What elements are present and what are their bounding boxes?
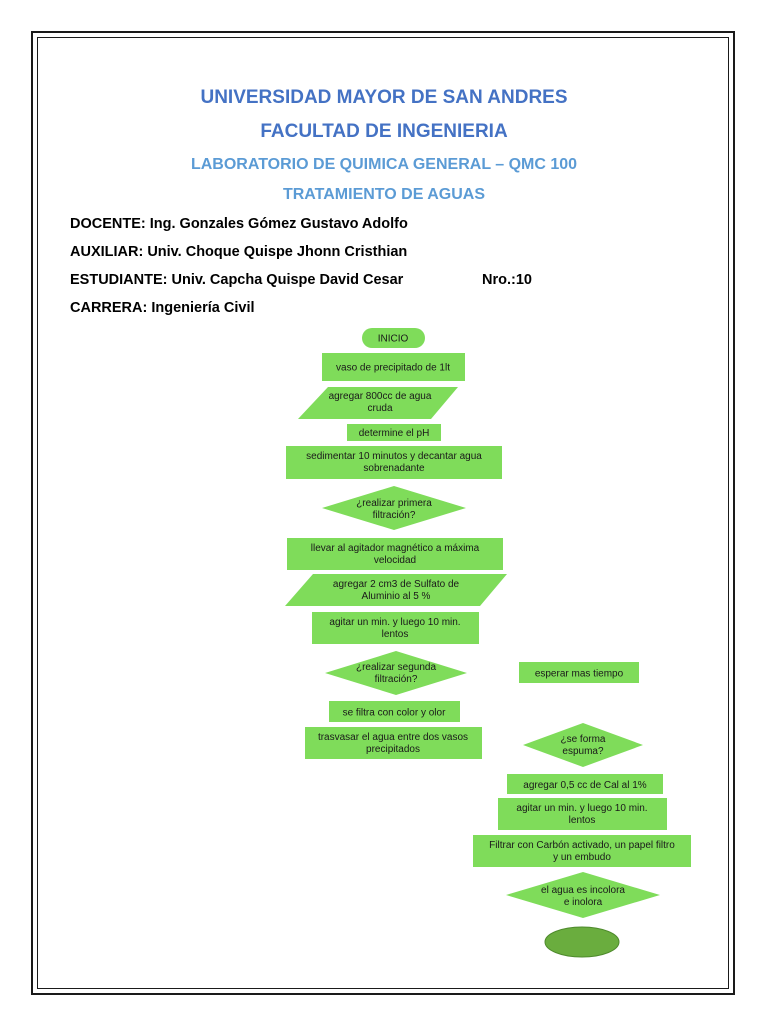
flow-end [544,926,620,958]
nro-label: Nro.:10 [482,272,532,288]
svg-text:trasvasar el agua entre dos va: trasvasar el agua entre dos vasos [318,732,468,743]
svg-text:¿se forma: ¿se forma [560,734,605,745]
flow-decision-segunda: ¿realizar segunda filtración? [325,651,467,695]
svg-text:¿realizar segunda: ¿realizar segunda [356,662,436,673]
flow-step-agitar-1: agitar un min. y luego 10 min. lentos [312,612,479,644]
svg-text:filtración?: filtración? [373,510,416,521]
flow-step-sedimentar: sedimentar 10 minutos y decantar agua so… [286,446,502,479]
svg-text:Filtrar con Carbón activado, u: Filtrar con Carbón activado, un papel fi… [489,840,675,851]
svg-text:agitar un min. y luego 10 min.: agitar un min. y luego 10 min. [516,803,647,814]
page-border-outer [31,31,735,995]
flow-step-vaso: vaso de precipitado de 1lt [322,353,465,381]
svg-text:el agua es incolora: el agua es incolora [541,885,625,896]
svg-text:lentos: lentos [382,629,409,640]
university-title: UNIVERSIDAD MAYOR DE SAN ANDRES [200,87,568,108]
svg-text:cruda: cruda [367,403,392,414]
estudiante-line: ESTUDIANTE: Univ. Capcha Quispe David Ce… [70,272,404,288]
svg-text:vaso de precipitado de 1lt: vaso de precipitado de 1lt [336,363,450,374]
page-border-inner [37,37,729,989]
flow-step-ph: determine el pH [347,424,441,441]
docente-line: DOCENTE: Ing. Gonzales Gómez Gustavo Ado… [70,216,408,232]
svg-text:precipitados: precipitados [366,744,420,755]
flow-step-filtra-color: se filtra con color y olor [329,701,460,722]
flow-step-esperar: esperar mas tiempo [519,662,639,683]
svg-text:determine el pH: determine el pH [359,428,430,439]
svg-text:¿realizar primera: ¿realizar primera [356,498,432,509]
svg-text:llevar al agitador magnético a: llevar al agitador magnético a máxima [311,543,480,554]
flow-decision-incolora: el agua es incolora e inolora [506,872,660,918]
svg-text:Aluminio al 5 %: Aluminio al 5 % [362,591,431,602]
svg-text:y un embudo: y un embudo [553,852,611,863]
svg-text:esperar mas tiempo: esperar mas tiempo [535,669,624,680]
auxiliar-line: AUXILIAR: Univ. Choque Quispe Jhonn Cris… [70,244,408,260]
flow-step-trasvasar: trasvasar el agua entre dos vasos precip… [305,727,482,759]
faculty-title: FACULTAD DE INGENIERIA [260,121,508,142]
svg-text:lentos: lentos [569,815,596,826]
flow-start: INICIO [362,328,425,348]
svg-text:agitar un min. y luego 10 min.: agitar un min. y luego 10 min. [329,617,460,628]
lab-title: LABORATORIO DE QUIMICA GENERAL – QMC 100 [190,156,578,173]
flow-step-agitar-2: agitar un min. y luego 10 min. lentos [498,798,667,830]
flow-step-carbon: Filtrar con Carbón activado, un papel fi… [473,835,691,867]
topic-title: TRATAMIENTO DE AGUAS [282,186,486,203]
flow-step-agitador: llevar al agitador magnético a máxima ve… [287,538,503,570]
flow-decision-primera: ¿realizar primera filtración? [322,486,466,530]
flow-decision-espuma: ¿se forma espuma? [523,723,643,767]
flow-input-sulfato: agregar 2 cm3 de Sulfato de Aluminio al … [285,574,507,606]
svg-text:agregar 800cc de agua: agregar 800cc de agua [329,391,432,402]
svg-text:agregar 0,5 cc de Cal al 1%: agregar 0,5 cc de Cal al 1% [523,780,647,791]
flow-step-cal: agregar 0,5 cc de Cal al 1% [507,774,663,794]
svg-text:velocidad: velocidad [374,555,416,566]
svg-text:filtración?: filtración? [375,674,418,685]
svg-text:sobrenadante: sobrenadante [363,463,425,474]
svg-text:e inolora: e inolora [564,897,603,908]
svg-text:espuma?: espuma? [562,746,604,757]
svg-text:sedimentar 10 minutos y decant: sedimentar 10 minutos y decantar agua [306,451,482,462]
svg-text:se filtra con color y olor: se filtra con color y olor [343,708,446,719]
svg-text:agregar 2 cm3 de Sulfato de: agregar 2 cm3 de Sulfato de [333,579,460,590]
carrera-line: CARRERA: Ingeniería Civil [70,300,255,316]
flow-input-agua: agregar 800cc de agua cruda [298,387,458,419]
svg-text:INICIO: INICIO [378,334,409,345]
